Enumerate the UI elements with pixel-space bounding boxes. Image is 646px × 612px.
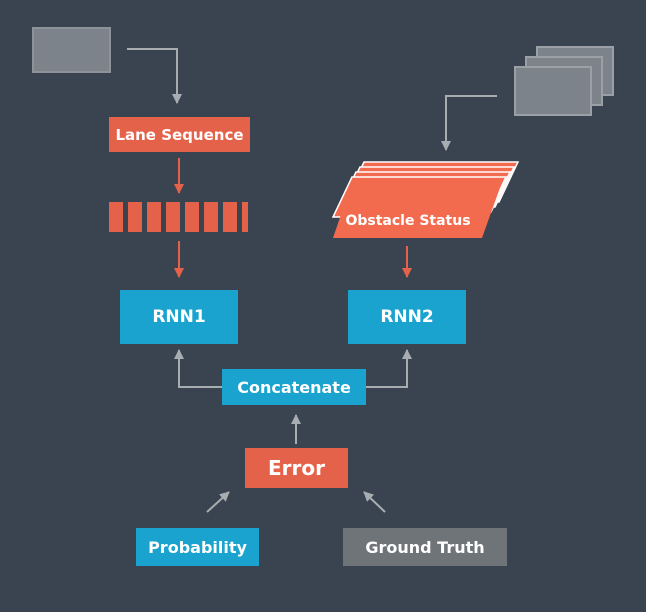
arrow-ground-truth-to-error	[363, 491, 386, 513]
obstacle-status-label: Obstacle Status	[345, 213, 471, 229]
arrow-probability-to-error	[206, 491, 230, 513]
arrow-input-to-obstacle-status	[441, 95, 497, 151]
image-placeholder-icon	[32, 27, 111, 73]
rnn1-box: RNN1	[120, 290, 238, 344]
obstacle-status-shape	[331, 161, 520, 238]
arrow-input-to-lane-sequence	[127, 48, 182, 104]
concatenate-box: Concatenate	[222, 369, 366, 405]
arrow-concatenate-to-rnn2	[366, 349, 412, 388]
ground-truth-box: Ground Truth	[343, 528, 507, 566]
image-stack-icon	[514, 46, 614, 116]
rnn2-box: RNN2	[348, 290, 466, 344]
segmented-sequence-icon	[109, 202, 248, 232]
error-box: Error	[245, 448, 348, 488]
arrow-concatenate-to-rnn1	[174, 349, 222, 388]
lane-sequence-box: Lane Sequence	[109, 117, 250, 152]
probability-box: Probability	[136, 528, 259, 566]
